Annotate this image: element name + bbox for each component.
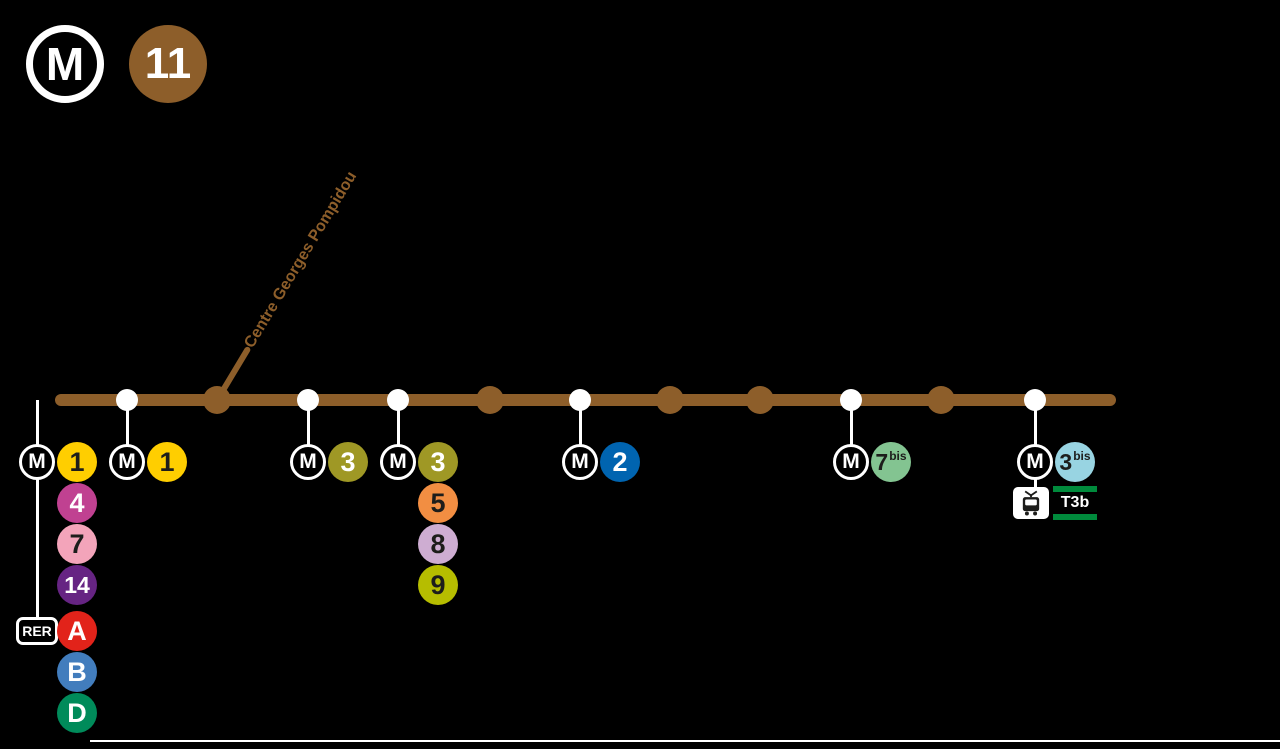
badge-label: 5 [430,487,446,518]
metro-roundel: M [109,444,145,480]
line-badge-9: 9 [418,565,458,605]
line-badge-4: 4 [57,483,97,523]
rer-box: RER [16,617,58,645]
badge-label: 9 [430,569,446,600]
tram-glyph [1022,490,1040,516]
metro-roundel: M [1017,444,1053,480]
station-interchange-marker [840,389,862,411]
metro-roundel: M [833,444,869,480]
metro-roundel: M [290,444,326,480]
station-interchange-marker [297,389,319,411]
line-badge-1: 1 [57,442,97,482]
station-dot [203,386,231,414]
station-annotation: Centre Georges Pompidou [241,168,361,352]
station-dot [476,386,504,414]
line-badge-A: A [57,611,97,651]
tram-line-indicator: T3b [1053,486,1097,520]
line-11-bullet: 11 [129,25,207,103]
station-interchange-marker [116,389,138,411]
station-connector [306,400,310,462]
line-badge-3: 3 [418,442,458,482]
line-11-number: 11 [144,39,192,88]
tram-line-label: T3b [1060,494,1090,511]
metro-roundel: M [19,444,55,480]
badge-label: 7 [69,528,85,559]
tram-icon [1013,487,1049,519]
bottom-rule [90,740,1280,742]
metro-roundel: M [562,444,598,480]
badge-label: 3 [340,446,356,477]
station-connector [396,400,400,462]
badge-label: 4 [69,487,85,518]
station-connector [125,400,129,462]
metro-logo: M [26,25,104,103]
badge-label: D [67,697,87,728]
metro-logo-letter: M [45,38,85,90]
tram-indicator-bar [1053,486,1097,492]
station-dot [746,386,774,414]
badge-label: 1 [69,446,85,477]
line-badge-2: 2 [600,442,640,482]
station-dot [927,386,955,414]
station-connector [849,400,853,462]
line-badge-5: 5 [418,483,458,523]
badge-label: 2 [612,446,628,477]
badge-label: A [67,615,87,646]
station-interchange-marker [1024,389,1046,411]
badge-label: 14 [64,571,90,598]
line-badge-8: 8 [418,524,458,564]
station-dot [656,386,684,414]
line-badge-3: 3 [328,442,368,482]
station-connector [35,400,39,631]
line-badge-B: B [57,652,97,692]
line-badge-D: D [57,693,97,733]
badge-suffix-label: bis [889,449,907,463]
station-interchange-marker [569,389,591,411]
badge-label: 3 [1059,448,1073,475]
line-badge-14: 14 [57,565,97,605]
badge-label: 1 [159,446,175,477]
badge-label: 8 [430,528,446,559]
tram-indicator-bar [1053,514,1097,520]
station-interchange-marker [387,389,409,411]
badge-label: B [67,656,87,687]
station-connector [578,400,582,462]
line-badge-1: 1 [147,442,187,482]
badge-label: 7 [875,448,889,475]
badge-suffix-label: bis [1073,449,1091,463]
line-badge-7: 7 [57,524,97,564]
badge-label: 3 [430,446,446,477]
metro-roundel: M [380,444,416,480]
